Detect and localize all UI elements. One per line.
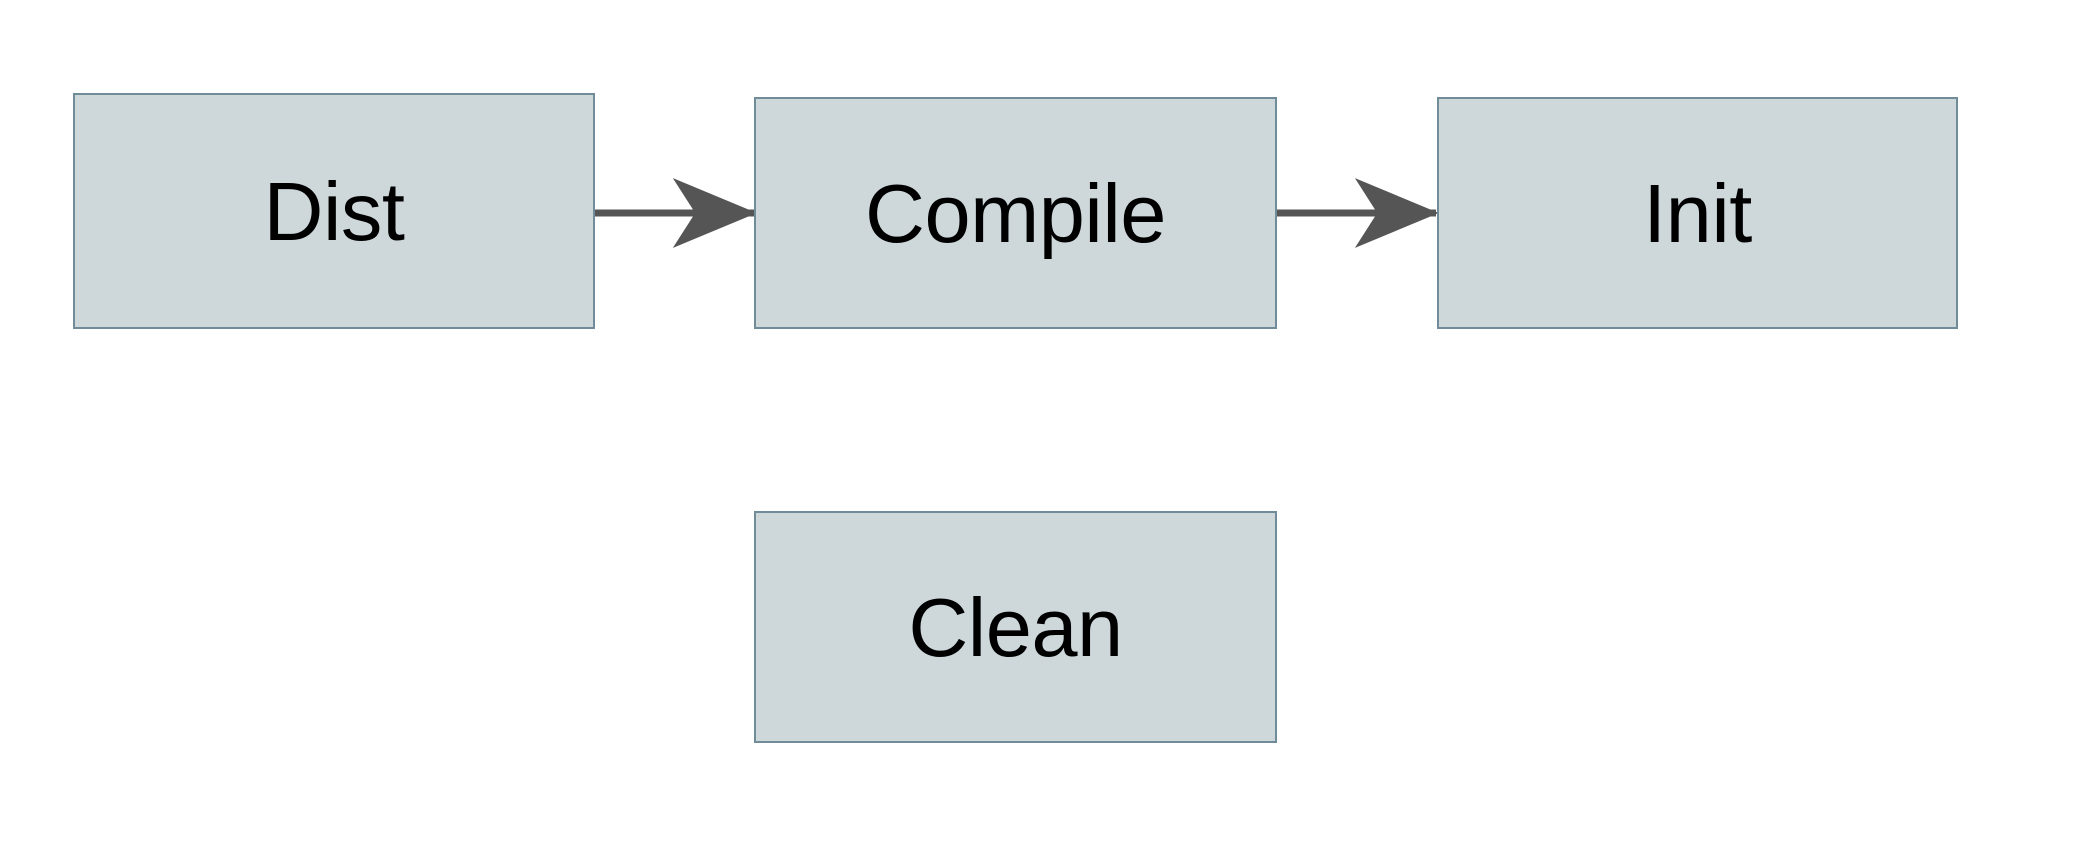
node-dist[interactable]: Dist bbox=[73, 93, 595, 329]
node-compile[interactable]: Compile bbox=[754, 97, 1277, 329]
edge-dist-to-compile-hitarea[interactable] bbox=[595, 191, 757, 235]
node-dist-label: Dist bbox=[263, 164, 405, 258]
edge-compile-to-init-hitarea[interactable] bbox=[1277, 191, 1439, 235]
node-clean[interactable]: Clean bbox=[754, 511, 1277, 743]
node-init[interactable]: Init bbox=[1437, 97, 1958, 329]
node-clean-label: Clean bbox=[908, 580, 1123, 674]
node-init-label: Init bbox=[1643, 166, 1752, 260]
node-compile-label: Compile bbox=[865, 166, 1166, 260]
